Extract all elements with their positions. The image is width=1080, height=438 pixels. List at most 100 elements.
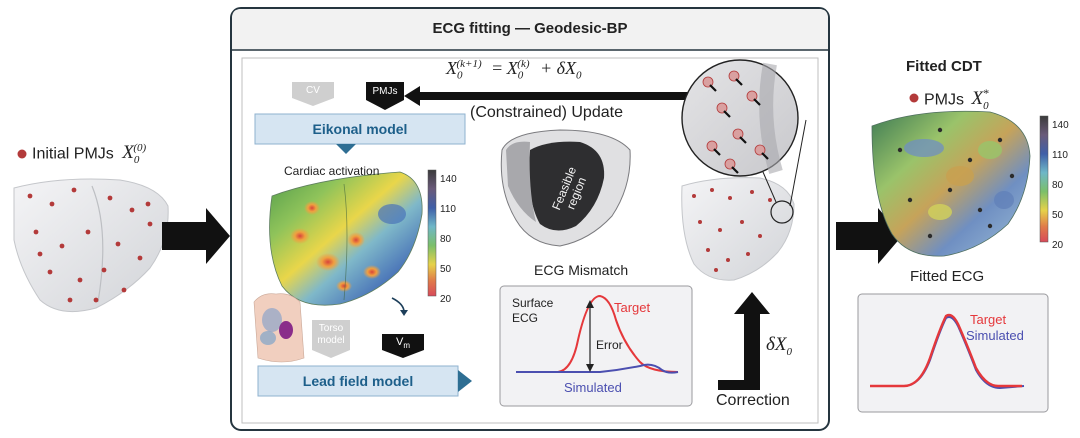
fitted-scale-50: 50 — [1052, 210, 1064, 221]
fitted-pmj-dots — [897, 127, 1015, 239]
zoom-pmj-dot — [724, 158, 736, 170]
torso-tag-shape — [312, 320, 350, 358]
pmj-dot — [768, 198, 772, 202]
pmjs-tag: PMJs — [372, 86, 398, 97]
cv-tag-shape — [292, 82, 334, 106]
cardiac-activation-label: Cardiac activation — [284, 164, 380, 178]
correction-heart-mesh — [681, 177, 795, 281]
pmj-dot — [947, 187, 953, 193]
pmj-dot — [115, 241, 121, 247]
zoom-pmj-dot — [728, 70, 740, 82]
mismatch-simulated-curve — [516, 363, 679, 374]
pmj-dot — [718, 228, 722, 232]
pmj-dot — [927, 233, 933, 239]
eikonal-model-box: Eikonal model — [312, 121, 408, 137]
leadfield-box-shape — [257, 365, 459, 397]
pmj-dot — [33, 229, 39, 235]
pmj-dot — [1009, 173, 1015, 179]
eikonal-down-pointer — [336, 144, 356, 154]
mismatch-error-label: Error — [596, 338, 623, 352]
pmj-dot — [137, 255, 143, 261]
pmj-dot — [85, 229, 91, 235]
activation-scale-140: 140 — [440, 174, 457, 185]
pmj-dot — [47, 269, 53, 275]
mismatch-target-label: Target — [614, 300, 651, 315]
pmj-dot — [750, 190, 754, 194]
title-bar-bg — [232, 9, 828, 50]
initial-pmj-dots — [27, 187, 153, 303]
zoom-pmj-dot — [732, 128, 744, 140]
pmj-dot — [967, 157, 973, 163]
pmj-dot — [129, 207, 135, 213]
pmj-dot — [59, 243, 65, 249]
activation-scale-20: 20 — [440, 294, 452, 305]
pmj-dot — [746, 252, 750, 256]
inner-panel — [241, 57, 819, 424]
fitted-target-curve — [870, 313, 1022, 388]
pmj-dot — [67, 297, 73, 303]
zoom-pmj-dot — [706, 140, 718, 152]
pmj-dot — [145, 201, 151, 207]
mismatch-target-curve — [516, 294, 679, 373]
torso-thumbnail — [253, 293, 305, 363]
activation-scale-110: 110 — [440, 204, 456, 215]
feasible-region-heart — [500, 129, 631, 247]
pmj-dot — [728, 196, 732, 200]
fitted-scale-140: 140 — [1052, 120, 1069, 131]
fitted-scale: 140 110 80 50 20 — [1052, 111, 1069, 261]
zoom-pmj-dot — [746, 90, 758, 102]
zoom-pmj-dot — [754, 144, 766, 156]
zoom-pmj-dot — [702, 76, 714, 88]
fitted-target-label: Target — [970, 312, 1007, 327]
update-label: (Constrained) Update — [470, 104, 623, 121]
activation-map — [269, 171, 423, 306]
pmj-dot — [977, 207, 983, 213]
pmj-dot — [714, 268, 718, 272]
zoom-target-circle — [770, 200, 794, 224]
activation-scale-80: 80 — [440, 234, 452, 245]
correction-symbol: δX0 — [766, 334, 792, 358]
leadfield-right-pointer — [458, 370, 472, 392]
pmj-dot — [692, 194, 696, 198]
pmjs-tag-shape — [366, 82, 404, 110]
pmj-dot — [937, 127, 943, 133]
initial-pmjs-symbol: X0(0) — [122, 142, 147, 167]
lead-field-model-box: Lead field model — [302, 373, 414, 389]
fitted-pmjs-symbol: X0* — [971, 86, 989, 113]
fitted-scale-110: 110 — [1052, 150, 1068, 161]
fitted-ecg-title: Fitted ECG — [910, 268, 985, 285]
pmj-dot — [997, 137, 1003, 143]
pmj-dot — [740, 220, 744, 224]
update-equation: X0(k+1) = X0(k) + δX0 — [446, 58, 582, 82]
zoom-move-arrow — [739, 136, 747, 144]
fitted-pmjs-label: PMJs X0* — [924, 86, 995, 112]
zoom-move-arrow — [713, 148, 721, 156]
pmj-dot — [698, 220, 702, 224]
activation-scale: 140 110 80 50 20 — [440, 165, 457, 315]
fitted-cdt-title: Fitted CDT — [906, 58, 982, 75]
pmj-dot — [77, 277, 83, 283]
pmj-dot — [121, 287, 127, 293]
pmj-dot — [49, 201, 55, 207]
pmj-dot — [907, 197, 913, 203]
zoom-move-arrow — [731, 166, 739, 174]
zoom-move-arrow — [761, 152, 769, 160]
initial-pmjs-label: Initial PMJs X0(0) — [32, 142, 152, 166]
fitted-heart-map — [871, 110, 1031, 257]
pmj-dot — [101, 267, 107, 273]
ecg-mismatch-title: ECG Mismatch — [534, 262, 629, 278]
zoom-line-2 — [789, 119, 807, 207]
pmj-dot — [37, 251, 43, 257]
activation-to-vm-arrowhead — [400, 310, 408, 316]
zoom-move-arrow — [723, 110, 731, 118]
zoom-move-arrow — [735, 78, 743, 86]
correction-pmj-dots — [692, 188, 772, 272]
zoom-move-arrow — [753, 98, 761, 106]
fitted-colorbar — [1039, 115, 1049, 243]
pmj-dot — [147, 221, 153, 227]
fitted-scale-80: 80 — [1052, 180, 1064, 191]
pmj-dot — [987, 223, 993, 229]
zoom-pmj-dot — [716, 102, 728, 114]
